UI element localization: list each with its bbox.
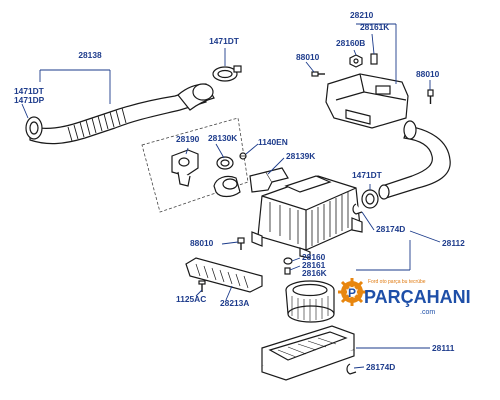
label-28139k: 28139K	[286, 151, 315, 161]
label-1140en: 1140EN	[258, 137, 288, 147]
watermark-domain: .com	[420, 309, 435, 316]
label-28210: 28210	[350, 10, 374, 20]
label-28174d-bottom: 28174D	[366, 362, 395, 372]
bracket-28213a	[185, 257, 263, 293]
clip-28161	[284, 267, 291, 275]
label-1125ac: 1125AC	[176, 294, 206, 304]
hose-clamp-mid	[361, 189, 379, 209]
gear-logo-icon: P	[338, 278, 366, 306]
air-cleaner-upper-housing-28112	[251, 175, 363, 259]
label-88010-mid: 88010	[190, 238, 214, 248]
label-28160b: 28160B	[336, 38, 365, 48]
label-88010-top: 88010	[296, 52, 320, 62]
leader-lines	[21, 23, 441, 369]
screw-1125ac	[198, 280, 206, 292]
mounting-28139k	[213, 167, 289, 198]
dashed-group-outline	[141, 117, 249, 213]
label-28138: 28138	[78, 50, 102, 60]
clip-28161k-top	[370, 53, 378, 65]
label-28174d-mid: 28174D	[376, 224, 405, 234]
label-28112: 28112	[442, 238, 465, 248]
watermark-brand: PARÇAHANI	[364, 287, 471, 307]
watermark-tagline: Ford oto parça bu tecrübe	[368, 279, 426, 285]
label-2816k: 2816K	[302, 268, 327, 278]
sensor-28190	[171, 149, 199, 187]
clip-28174d-mid	[352, 203, 363, 215]
label-88010-right: 88010	[416, 69, 440, 79]
air-filter-element	[285, 280, 335, 323]
nut-28160b	[349, 54, 363, 68]
outlet-hose-right	[378, 120, 451, 200]
grommet-28130k	[216, 156, 234, 170]
resonator-28210	[325, 73, 409, 129]
intake-duct-28138	[29, 83, 215, 145]
label-28160: 28160	[302, 252, 326, 262]
label-28130k: 28130K	[208, 133, 237, 143]
label-1471dt-top: 1471DT	[209, 36, 240, 46]
screw-1140en	[239, 152, 247, 160]
label-1471dt-left: 1471DT	[14, 86, 45, 96]
label-28161: 28161	[302, 260, 326, 270]
label-28111: 28111	[432, 343, 455, 353]
label-1471dp: 1471DP	[14, 95, 45, 105]
bolt-88010-top	[311, 71, 325, 77]
label-1471dt-mid: 1471DT	[352, 170, 383, 180]
bolt-88010-mid	[237, 237, 245, 250]
air-cleaner-lower-housing-28111	[261, 325, 355, 381]
hose-clamp-left	[25, 116, 43, 140]
label-28161k-top: 28161K	[360, 22, 389, 32]
label-28213a: 28213A	[220, 298, 249, 308]
parcahani-watermark: P Ford oto parça bu tecrübe PARÇAHANI .c…	[338, 278, 471, 316]
clip-28174d-bottom	[346, 363, 357, 375]
hose-clamp-top	[212, 65, 242, 82]
svg-text:P: P	[348, 286, 356, 300]
bolt-88010-right	[427, 89, 434, 104]
grommet-28160	[283, 257, 293, 265]
label-28190: 28190	[176, 134, 200, 144]
